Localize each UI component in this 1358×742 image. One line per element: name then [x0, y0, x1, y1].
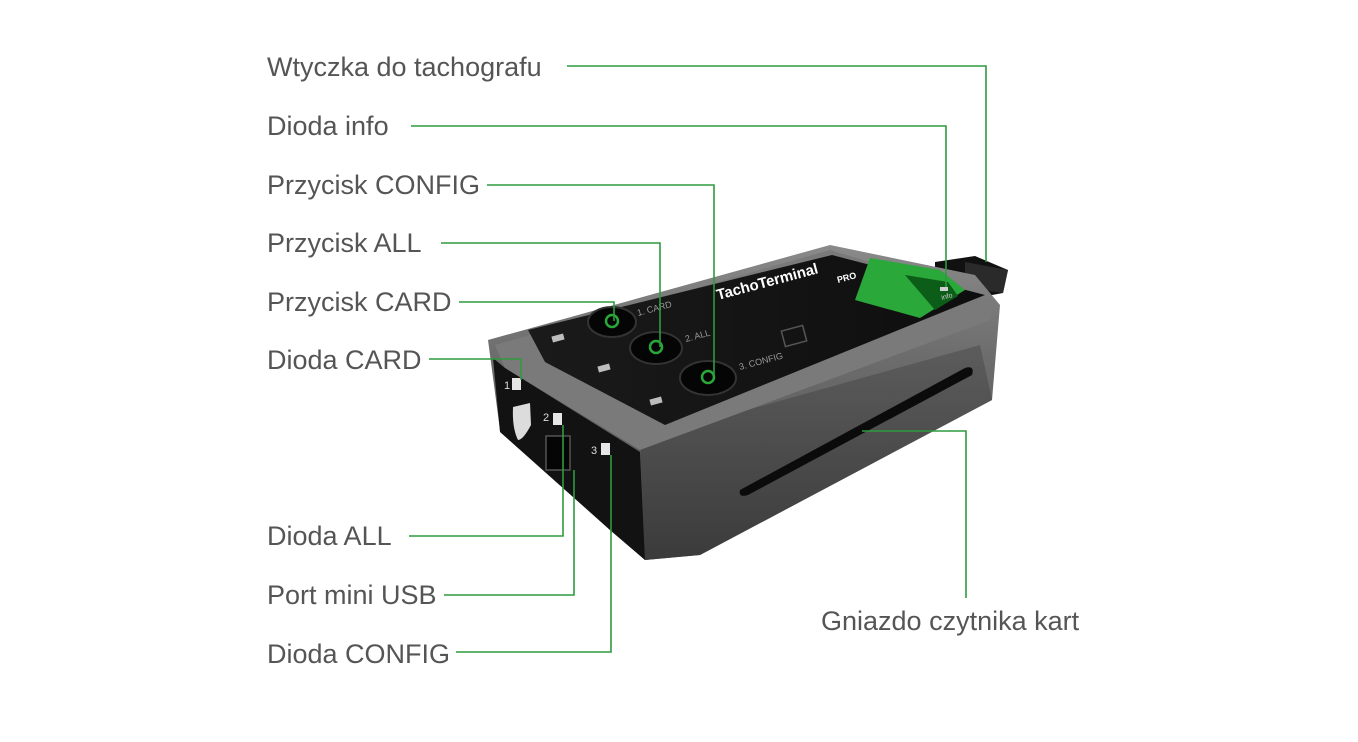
all-led-top — [597, 363, 611, 373]
leader-config-led — [456, 455, 612, 653]
leader-lines — [409, 65, 987, 653]
leader-card-button — [459, 301, 615, 321]
device-led-2-number: 2 — [543, 412, 549, 424]
side-led-2 — [553, 413, 562, 425]
label-card-slot: Gniazdo czytnika kart — [821, 606, 1080, 636]
leader-tacho-plug — [567, 65, 987, 262]
card-led-top — [551, 333, 565, 343]
side-led-1 — [512, 378, 521, 390]
info-led-shape — [940, 287, 948, 291]
mini-usb-port — [545, 435, 571, 471]
device-info-text: info — [941, 292, 954, 302]
label-all-button: Przycisk ALL — [267, 228, 422, 258]
leader-card-led — [429, 358, 522, 380]
label-info-led: Dioda info — [267, 111, 389, 141]
shield-logo — [512, 403, 531, 440]
leader-info-led — [411, 125, 947, 287]
all-button-shape — [629, 331, 683, 365]
label-config-button: Przycisk CONFIG — [267, 170, 480, 200]
config-button-shape — [679, 360, 737, 396]
label-card-button: Przycisk CARD — [267, 287, 452, 317]
label-card-led: Dioda CARD — [267, 345, 422, 375]
leader-config-button — [487, 184, 715, 376]
label-mini-usb: Port mini USB — [267, 580, 437, 610]
device-badge: PRO — [836, 270, 857, 285]
device-body — [488, 245, 1000, 560]
leader-card-slot — [862, 430, 967, 598]
leader-all-led — [409, 425, 564, 537]
card-button-shape — [587, 306, 637, 338]
config-led-top — [649, 396, 663, 406]
label-tacho-plug: Wtyczka do tachografu — [267, 52, 542, 82]
label-config-led: Dioda CONFIG — [267, 639, 451, 669]
device-led-1-number: 1 — [504, 380, 510, 392]
side-led-3 — [601, 443, 610, 455]
label-all-led: Dioda ALL — [267, 521, 392, 551]
device-led-3-number: 3 — [591, 445, 597, 457]
card-slot — [739, 367, 973, 496]
leader-mini-usb — [444, 470, 575, 596]
leader-all-button — [441, 242, 661, 347]
